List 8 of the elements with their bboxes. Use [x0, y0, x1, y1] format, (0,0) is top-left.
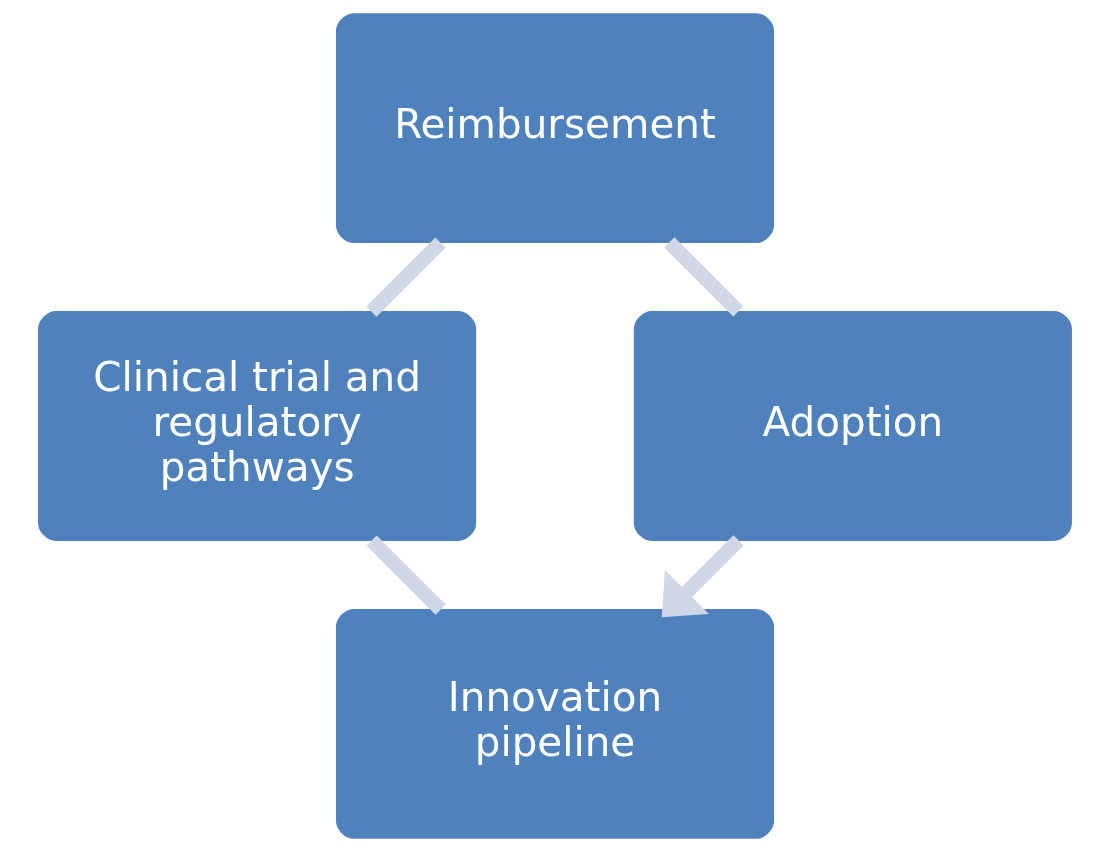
node-box: Adoption: [633, 311, 1072, 541]
arrow: [661, 535, 744, 618]
node-box: Reimbursement: [335, 13, 774, 244]
node-box: Innovation pipeline: [335, 608, 774, 839]
node-box: Clinical trial and regulatory pathways: [37, 311, 476, 541]
connector: [663, 237, 743, 317]
connector: [366, 535, 446, 615]
connector: [365, 237, 446, 317]
